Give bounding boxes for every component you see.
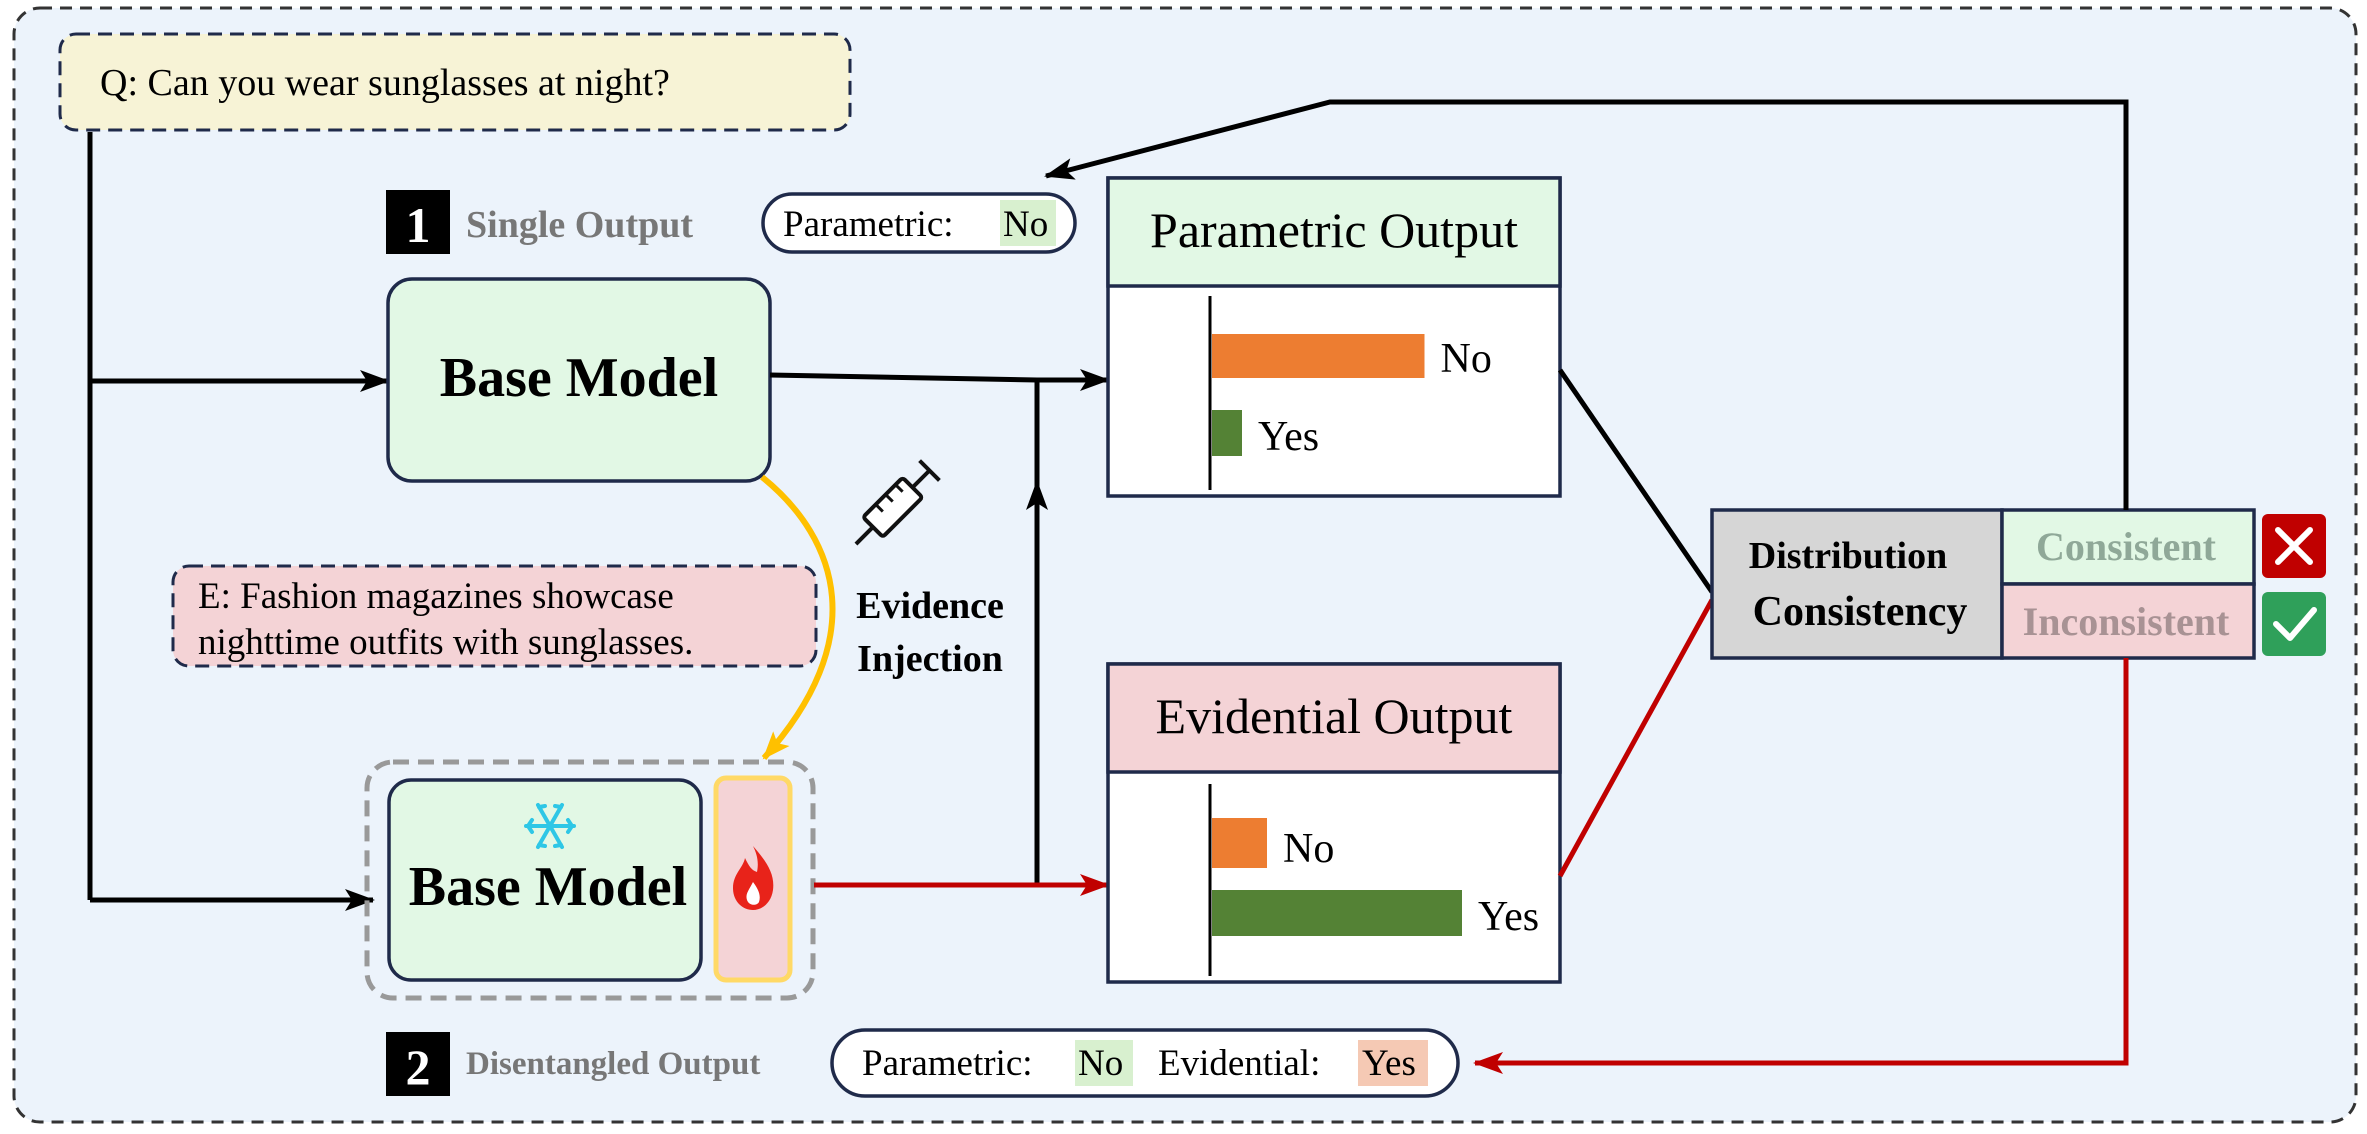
bar-yes xyxy=(1212,410,1242,456)
base-model-bottom-group: Base Model xyxy=(364,759,816,1001)
evidence-line1: E: Fashion magazines showcase xyxy=(198,576,674,617)
feedback-to-disentangled-output xyxy=(1473,658,2129,1074)
disentangled-parametric-value: No xyxy=(1078,1043,1123,1084)
parametric-output-title: Parametric Output xyxy=(1150,202,1518,258)
step1-number: 1 xyxy=(406,197,431,253)
base-model-bottom xyxy=(387,778,703,982)
single-pill-prefix: Parametric: xyxy=(783,204,954,245)
bar-no xyxy=(1212,334,1425,378)
evidential-to-consistency xyxy=(1557,598,1715,878)
bar-no xyxy=(1212,818,1267,868)
bar-label-yes: Yes xyxy=(1478,894,1539,940)
frozen-model-dashed-frame xyxy=(364,759,816,1001)
inconsistent-label: Inconsistent xyxy=(2023,599,2230,644)
syringe-icon xyxy=(854,459,941,546)
consistency-box: Distribution Consistency Consistent Inco… xyxy=(1710,508,2256,660)
evidence-box: E: Fashion magazines showcase nighttime … xyxy=(171,564,818,668)
consistency-line1: Distribution xyxy=(1749,535,1947,577)
question-text: Q: Can you wear sunglasses at night? xyxy=(100,62,670,104)
disentangled-evidential-highlight xyxy=(1358,1040,1428,1086)
bar-label-no: No xyxy=(1283,826,1334,872)
evidence-line2: nighttime outfits with sunglasses. xyxy=(198,622,693,663)
single-pill-value-highlight xyxy=(1000,200,1056,246)
step2-label: 2 Disentangled Output xyxy=(386,1032,760,1096)
step2-number-box xyxy=(386,1032,450,1096)
consistency-line2: Consistency xyxy=(1753,589,1968,635)
step1-number-box xyxy=(386,190,450,254)
inconsistent-cell xyxy=(2000,582,2256,660)
disentangled-output-pill: Parametric: No Evidential: Yes xyxy=(830,1028,1460,1098)
base-model-top: Base Model xyxy=(386,277,772,483)
base-model-bottom-label: Base Model xyxy=(409,856,687,918)
consistent-label: Consistent xyxy=(2036,524,2217,569)
cross-icon xyxy=(2262,514,2326,578)
check-icon xyxy=(2262,592,2326,656)
disentangled-evidential-value: Yes xyxy=(1362,1043,1416,1084)
injection-line1: Evidence xyxy=(856,585,1004,627)
bar-label-yes: Yes xyxy=(1258,414,1319,460)
disentangled-parametric-highlight xyxy=(1075,1040,1133,1086)
step2-text: Disentangled Output xyxy=(466,1046,760,1082)
injection-line2: Injection xyxy=(857,638,1003,680)
evidential-output-title: Evidential Output xyxy=(1156,688,1513,744)
evidence-injection-arrow xyxy=(760,474,836,761)
snowflake-icon xyxy=(524,803,576,849)
bar-yes xyxy=(1212,890,1462,936)
step1-text: Single Output xyxy=(466,204,693,246)
single-pill-value: No xyxy=(1003,204,1048,245)
feedback-to-single-output xyxy=(1044,99,2129,510)
base-model-top-label: Base Model xyxy=(440,347,718,409)
flame-icon xyxy=(733,846,774,910)
parametric-title-bar xyxy=(1106,176,1562,288)
disentangled-parametric-prefix: Parametric: xyxy=(862,1043,1033,1084)
evidential-title-bar xyxy=(1106,662,1562,774)
step1-label: 1 Single Output xyxy=(386,190,693,254)
step2-number: 2 xyxy=(406,1039,431,1095)
bar-label-no: No xyxy=(1441,336,1492,382)
parametric-to-consistency xyxy=(1557,368,1715,594)
single-output-pill: Parametric: No xyxy=(761,192,1077,254)
question-box: Q: Can you wear sunglasses at night? xyxy=(58,32,852,132)
disentangled-evidential-prefix: Evidential: xyxy=(1158,1043,1320,1084)
